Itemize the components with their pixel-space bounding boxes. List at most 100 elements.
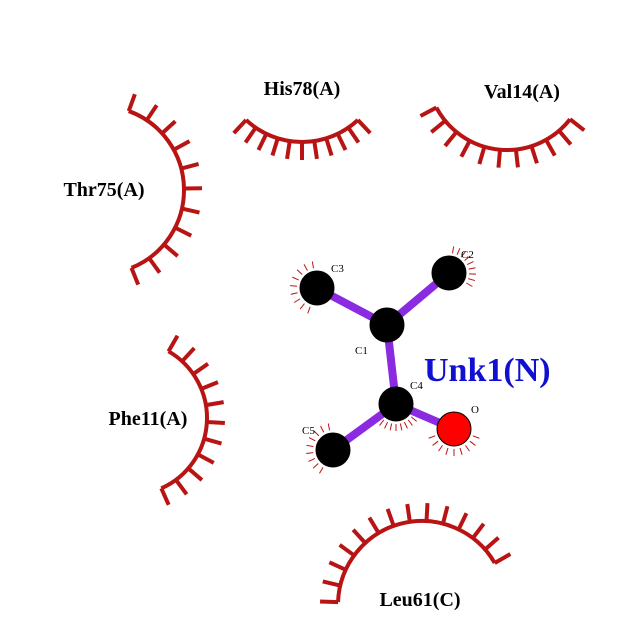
contact-spoke bbox=[203, 436, 223, 446]
residue-label-leu61: Leu61(C) bbox=[379, 589, 460, 611]
atom-label-c4: C4 bbox=[410, 380, 423, 392]
ligand-name-label: Unk1(N) bbox=[424, 352, 551, 389]
contact-spoke bbox=[471, 522, 486, 540]
atom-contact-c5 bbox=[306, 423, 331, 474]
contact-spoke bbox=[496, 149, 503, 168]
contact-spoke bbox=[328, 560, 347, 572]
contact-spoke bbox=[205, 400, 225, 408]
contact-spoke bbox=[312, 140, 319, 160]
contact-spoke bbox=[166, 334, 180, 353]
atom-contact-tick bbox=[403, 421, 408, 429]
contact-spoke bbox=[338, 543, 356, 558]
atom-contact-tick bbox=[311, 261, 315, 269]
contact-spoke bbox=[256, 132, 269, 151]
atom-contact-tick bbox=[464, 255, 471, 261]
contact-spoke bbox=[145, 104, 159, 122]
atom-contact-tick bbox=[293, 298, 301, 303]
contact-spoke bbox=[493, 552, 512, 565]
atom-contact-tick bbox=[303, 264, 308, 271]
atom-contact-tick bbox=[460, 251, 466, 258]
atom-contact-tick bbox=[306, 444, 314, 448]
contact-spoke bbox=[443, 130, 458, 148]
contact-spoke bbox=[385, 508, 396, 527]
atom-label-c2: C2 bbox=[461, 249, 474, 261]
atom-contact-tick bbox=[313, 430, 320, 437]
contact-spoke bbox=[419, 105, 438, 118]
contact-spoke bbox=[441, 505, 450, 525]
atom-contact-tick bbox=[466, 282, 473, 287]
atom-contact-tick bbox=[320, 425, 325, 433]
atom-contact-tick bbox=[438, 445, 443, 452]
contact-arc-his78 bbox=[232, 118, 372, 160]
contact-spoke bbox=[147, 256, 162, 274]
atom-c1 bbox=[369, 307, 405, 343]
contact-arc-line bbox=[128, 109, 186, 270]
atom-c4 bbox=[378, 386, 414, 422]
atom-contact-tick bbox=[445, 447, 449, 455]
contact-spoke bbox=[232, 118, 248, 135]
contact-spoke bbox=[126, 93, 137, 112]
contact-spoke bbox=[529, 145, 539, 164]
contact-spoke bbox=[456, 512, 469, 531]
atom-contact-tick bbox=[379, 419, 385, 426]
atom-contact-tick bbox=[290, 285, 298, 287]
atom-label-c1: C1 bbox=[355, 345, 368, 357]
contact-spoke bbox=[192, 362, 210, 376]
contact-spoke bbox=[356, 118, 372, 135]
contact-arc-thr75 bbox=[126, 93, 203, 286]
atom-contact-tick bbox=[472, 435, 480, 439]
contact-arc-leu61 bbox=[319, 503, 512, 605]
contact-arc-phe11 bbox=[159, 334, 225, 506]
contact-spoke bbox=[322, 579, 341, 588]
contact-spoke bbox=[186, 466, 204, 482]
contact-spoke bbox=[243, 126, 258, 144]
contact-spoke bbox=[477, 146, 487, 165]
atom-contact-tick bbox=[327, 423, 331, 431]
atom-contact-tick bbox=[308, 457, 316, 462]
contact-spoke bbox=[180, 346, 196, 363]
atom-contact-tick bbox=[468, 267, 476, 270]
atom-contact-tick bbox=[399, 423, 403, 431]
contact-spoke bbox=[206, 420, 225, 425]
contact-arc-val14 bbox=[419, 105, 586, 168]
atom-contact-tick bbox=[307, 306, 311, 314]
contact-spoke bbox=[351, 528, 367, 545]
contact-spoke bbox=[129, 267, 141, 286]
atom-contact-tick bbox=[312, 463, 319, 469]
atom-contact-tick bbox=[465, 445, 470, 452]
contact-spoke bbox=[180, 162, 200, 171]
contact-spoke bbox=[319, 599, 339, 605]
contact-spoke bbox=[544, 138, 557, 157]
contact-spoke bbox=[405, 503, 412, 523]
atom-contact-tick bbox=[292, 276, 299, 281]
atom-contact-o bbox=[428, 435, 480, 456]
atom-contact-tick bbox=[306, 452, 314, 455]
atom-contact-tick bbox=[466, 261, 474, 266]
atom-contact-tick bbox=[456, 248, 461, 255]
atom-contact-tick bbox=[299, 303, 305, 310]
atom-contact-tick bbox=[407, 419, 413, 426]
contact-spoke bbox=[162, 242, 179, 258]
ligand-atoms bbox=[299, 255, 472, 468]
atom-label-c3: C3 bbox=[331, 263, 344, 275]
atom-contact-tick bbox=[290, 292, 298, 295]
contact-arc-line bbox=[336, 519, 497, 603]
atom-contact-c2 bbox=[451, 246, 476, 287]
contact-spoke bbox=[459, 139, 472, 158]
contact-spoke bbox=[172, 139, 191, 152]
contact-spoke bbox=[483, 536, 500, 551]
contact-spoke bbox=[174, 225, 193, 238]
contact-spoke bbox=[424, 503, 430, 522]
contact-spoke bbox=[159, 487, 171, 506]
atom-contact-marks bbox=[290, 246, 480, 474]
atom-contact-tick bbox=[389, 423, 393, 431]
atom-contact-tick bbox=[319, 467, 324, 474]
contact-spoke bbox=[174, 478, 189, 496]
contact-spoke bbox=[181, 206, 200, 215]
atom-contact-tick bbox=[308, 437, 316, 442]
atom-contact-c3 bbox=[290, 261, 315, 314]
atom-contact-tick bbox=[468, 278, 476, 282]
contact-arc-line bbox=[244, 118, 360, 144]
